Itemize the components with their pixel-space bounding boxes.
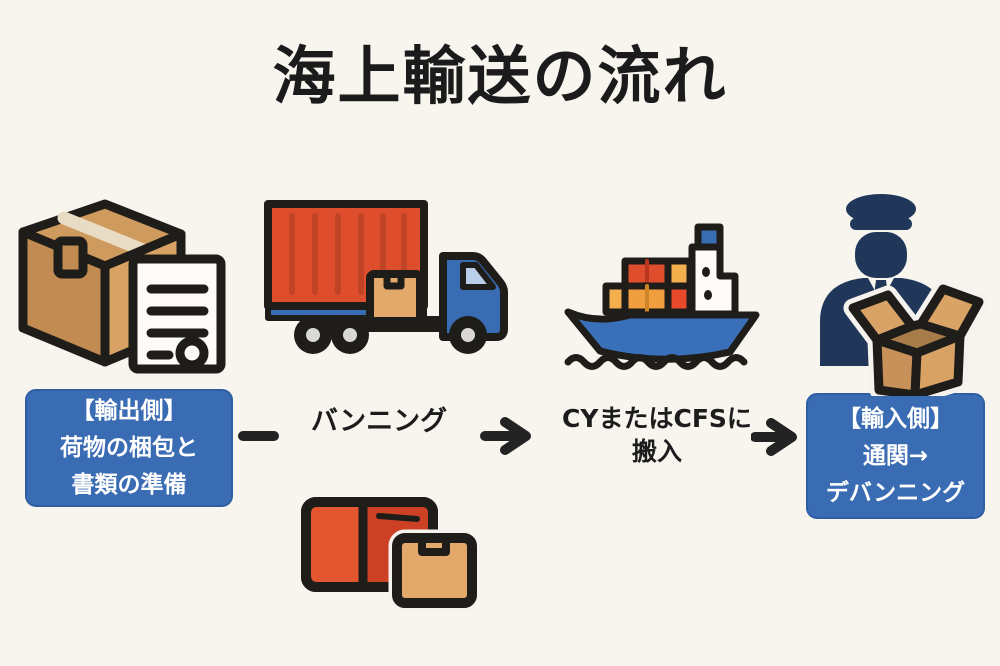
label-line: 【輸出側】: [71, 397, 187, 424]
label-line: バンニング: [310, 406, 448, 437]
label-line: デバンニング: [825, 479, 966, 506]
vanning-step-label: バンニング: [298, 399, 460, 438]
label-line: 通関→: [862, 442, 929, 469]
connector-dash: [238, 431, 279, 441]
customs-officer-unpacking-icon: [820, 194, 988, 396]
label-line: 搬入: [631, 437, 682, 466]
label-line: 荷物の梱包と: [60, 434, 198, 461]
label-line: 書類の準備: [71, 471, 187, 498]
page-title: 海上輸送の流れ: [272, 40, 728, 113]
export-step-label: 【輸出側】 荷物の梱包と 書類の準備: [25, 389, 233, 507]
label-line: 【輸入側】: [838, 405, 953, 432]
package-with-document-icon: [18, 199, 226, 374]
container-truck-icon: [264, 200, 508, 354]
container-ship-icon: [564, 223, 760, 370]
flow-arrow-icon: [480, 417, 531, 455]
carry-in-step-label: CYまたはCFSに 搬入: [548, 402, 766, 468]
import-step-label: 【輸入側】 通関→ デバンニング: [806, 393, 985, 519]
label-line: CYまたはCFSに: [562, 404, 752, 433]
flow-arrow-icon: [751, 418, 797, 456]
container-devanning-icon: [301, 497, 481, 612]
